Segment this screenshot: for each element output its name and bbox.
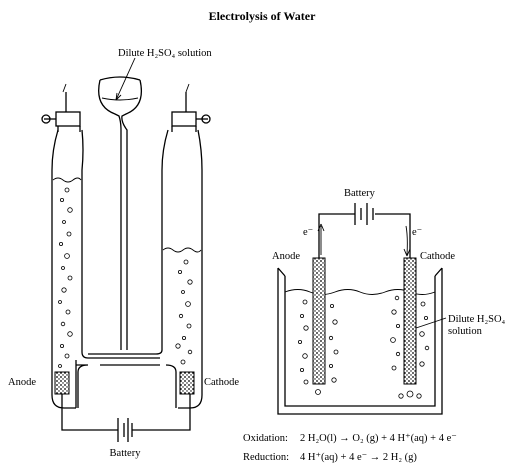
right-electrode <box>179 371 195 395</box>
left-circuit-wire <box>61 394 191 431</box>
electron-label-left: e⁻ <box>303 227 313 238</box>
reduction-equation: 4 H⁺(aq) + 4 e⁻ → 2 H₂ (g) <box>300 452 417 463</box>
left-bubbles <box>58 187 73 368</box>
left-battery-icon <box>117 418 133 442</box>
right-circuit-wire <box>318 213 411 258</box>
left-cathode-label: Cathode <box>204 377 239 388</box>
right-battery-label: Battery <box>344 188 376 199</box>
diagram-title: Electrolysis of Water <box>209 9 317 23</box>
beaker <box>277 268 443 415</box>
oxidation-label: Oxidation: <box>243 433 288 444</box>
half-reactions: Oxidation: 2 H₂O(l) → O₂ (g) + 4 H⁺(aq) … <box>243 433 457 463</box>
cathode-electrode <box>403 257 417 385</box>
right-water-level <box>162 247 202 253</box>
right-solution-label-line2: solution <box>448 326 483 337</box>
left-solution-label: Dilute H₂SO₄ solution <box>118 48 212 59</box>
left-tube <box>51 129 77 409</box>
electron-arrow-left <box>317 223 325 255</box>
anode-bubbles <box>297 299 339 395</box>
left-stopcock <box>41 83 81 132</box>
hofmann-voltameter: Dilute H₂SO₄ solution Anode Cathode Batt… <box>8 48 239 459</box>
solution-pointer <box>115 57 136 101</box>
right-cathode-label: Cathode <box>420 251 455 262</box>
right-battery-icon <box>354 203 374 225</box>
left-water-level <box>52 177 82 183</box>
left-battery-label: Battery <box>110 448 142 459</box>
beaker-cell: Battery e⁻ e⁻ Anode Cathode Dilute H₂SO₄… <box>272 188 506 415</box>
right-tube <box>88 129 169 366</box>
right-bubbles <box>175 259 193 365</box>
solution-pointer-right <box>415 317 447 329</box>
right-stopcock <box>171 83 211 132</box>
electron-label-right: e⁻ <box>412 227 422 238</box>
cathode-bubbles <box>390 295 430 399</box>
reduction-label: Reduction: <box>243 452 289 463</box>
electron-arrow-right <box>403 225 411 257</box>
oxidation-equation: 2 H₂O(l) → O₂ (g) + 4 H⁺(aq) + 4 e⁻ <box>300 433 457 444</box>
right-solution-label-line1: Dilute H₂SO₄ <box>448 314 506 325</box>
reservoir-bulb <box>98 79 143 350</box>
left-electrode <box>54 371 70 395</box>
anode-electrode <box>312 257 326 385</box>
left-anode-label: Anode <box>8 377 36 388</box>
right-anode-label: Anode <box>272 251 300 262</box>
